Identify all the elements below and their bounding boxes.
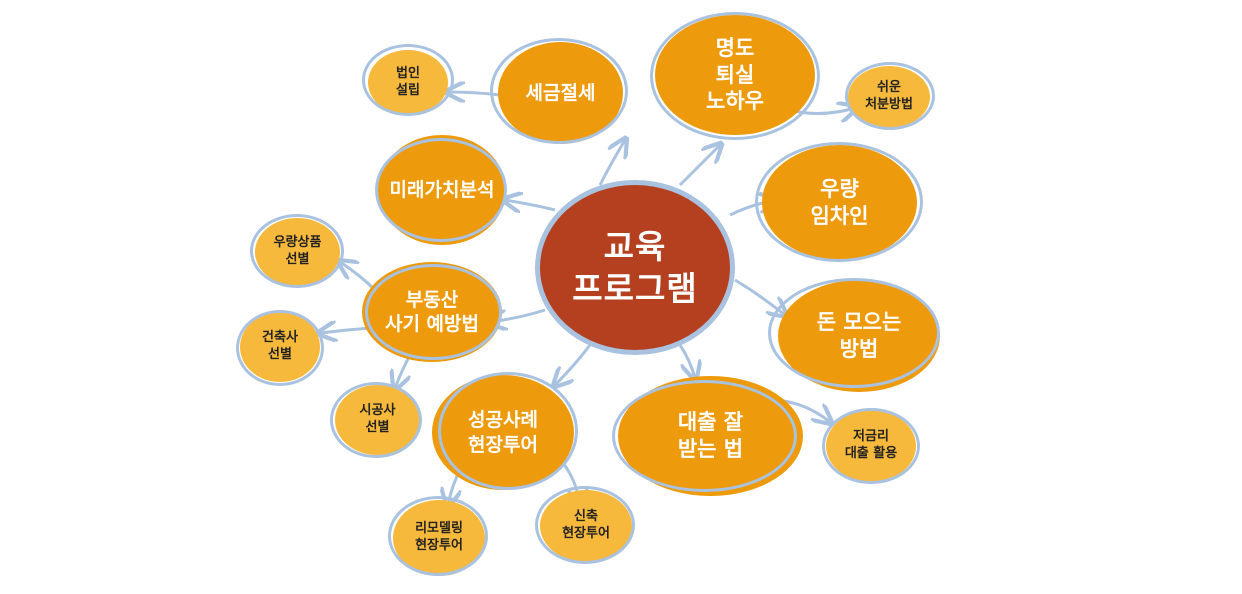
topic-label: 대출 잘 받는 법 (677, 410, 744, 461)
connector-saving (734, 278, 785, 315)
subtopic-label: 건축사 선별 (262, 330, 298, 362)
topic-eviction-knowhow: 명도 퇴실 노하우 (655, 15, 815, 135)
topic-label: 부동산 사기 예방법 (384, 288, 479, 335)
subtopic-good-product-selection: 우량상품 선별 (255, 218, 340, 286)
subtopic-label: 리모델링 현장투어 (415, 521, 463, 553)
topic-success-cases-tour: 성공사례 현장투어 (432, 375, 574, 490)
connector-loan (678, 344, 695, 378)
topic-label: 세금절세 (525, 81, 596, 104)
topic-loan-method: 대출 잘 받는 법 (618, 376, 803, 496)
subtopic-label: 쉬운 처분방법 (865, 80, 913, 112)
center-label: 교육 프로그램 (572, 227, 698, 308)
topic-label: 미래가치분석 (389, 178, 495, 201)
topic-good-tenant: 우량 임차인 (762, 145, 917, 260)
topic-tax-saving: 세금절세 (498, 42, 623, 144)
connector-cases (555, 344, 592, 385)
connector-exit (678, 145, 720, 187)
subtopic-label: 저금리 대출 활용 (844, 429, 898, 461)
subtopic-corporation-setup: 법인 설립 (368, 50, 448, 115)
topic-saving-money: 돈 모으는 방법 (778, 280, 940, 392)
connector-architect (320, 328, 371, 333)
connector-product (340, 262, 377, 292)
subtopic-low-rate-loan: 저금리 대출 활용 (826, 410, 916, 482)
subtopic-new-building-tour: 신축 현장투어 (540, 490, 632, 562)
center-node-program: 교육 프로그램 (535, 180, 735, 355)
connector-contractor (395, 354, 412, 388)
connector-tax (598, 140, 625, 186)
subtopic-architect-selection: 건축사 선별 (240, 312, 320, 382)
topic-label: 성공사례 현장투어 (468, 409, 538, 456)
topic-label: 명도 퇴실 노하우 (706, 35, 764, 114)
subtopic-label: 신축 현장투어 (562, 509, 610, 541)
subtopic-easy-disposal: 쉬운 처분방법 (848, 66, 930, 128)
connector-corp (448, 92, 501, 95)
subtopic-contractor-selection: 시공사 선별 (335, 385, 420, 455)
topic-future-value: 미래가치분석 (378, 135, 506, 245)
topic-label: 우량 임차인 (810, 176, 869, 228)
subtopic-label: 법인 설립 (396, 65, 420, 98)
topic-fraud-prevention: 부동산 사기 예방법 (362, 262, 502, 362)
subtopic-remodeling-tour: 리모델링 현장투어 (393, 500, 485, 576)
subtopic-label: 시공사 선별 (359, 403, 396, 435)
subtopic-label: 우량상품 선별 (273, 235, 322, 267)
topic-label: 돈 모으는 방법 (816, 310, 902, 361)
connector-value (505, 200, 556, 210)
